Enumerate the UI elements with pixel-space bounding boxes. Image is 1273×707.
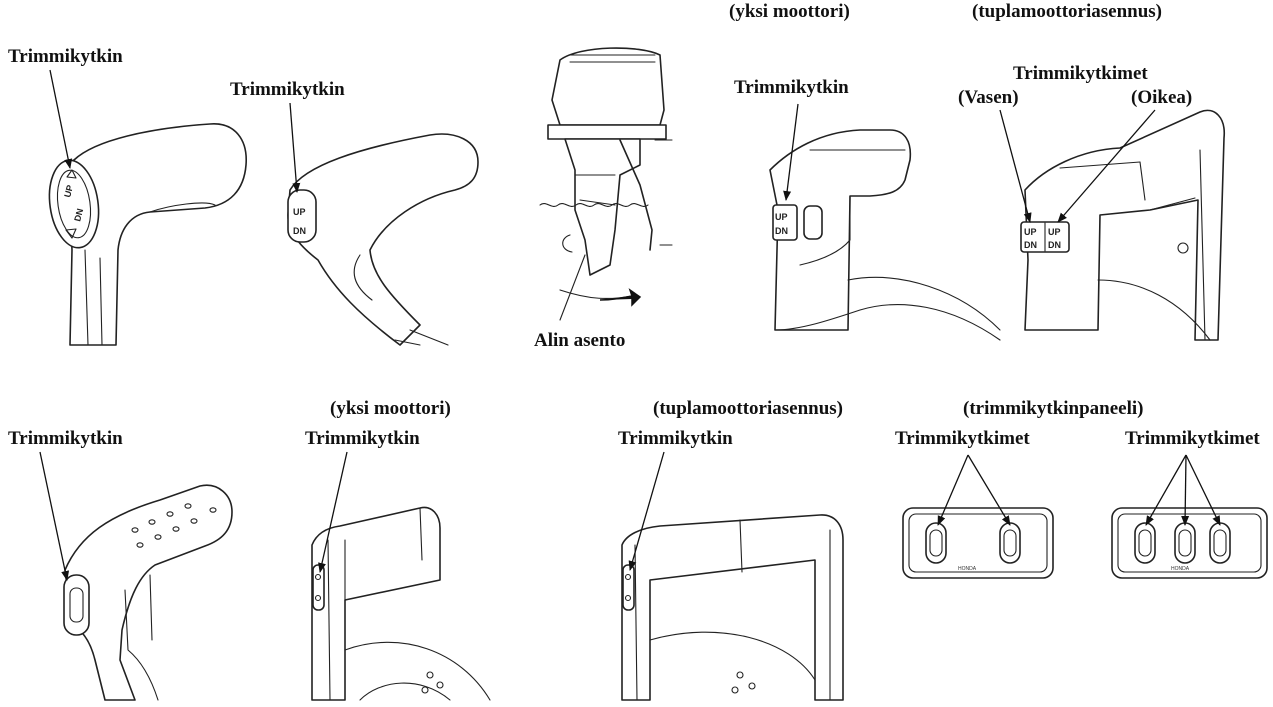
label-right: (Oikea) xyxy=(1131,87,1192,108)
switch-up-text-4: UP xyxy=(775,212,788,222)
switch-dn-left: DN xyxy=(1024,240,1037,250)
label-trim-switch-7: Trimmikytkin xyxy=(305,428,420,449)
arrow-trim-switch-2 xyxy=(290,103,297,192)
switch-up-right: UP xyxy=(1048,227,1061,237)
switch-up-left: UP xyxy=(1024,227,1037,237)
figure-single-bar-handle xyxy=(312,507,490,700)
label-twin-engine-2: (tuplamoottoriasennus) xyxy=(653,398,843,419)
switch-dn-text-2: DN xyxy=(293,226,306,236)
figure-side-mount-lever: UP DN xyxy=(44,124,246,345)
panel-brand-3: HONDA xyxy=(1171,566,1190,572)
label-trim-switches-9: Trimmikytkimet xyxy=(895,428,1030,449)
figure-top-mount-single: UP DN xyxy=(770,130,1000,340)
label-trim-switch-6: Trimmikytkin xyxy=(8,428,123,449)
label-trim-switches-10: Trimmikytkimet xyxy=(1125,428,1260,449)
label-single-engine-2: (yksi moottori) xyxy=(330,398,451,419)
figure-twin-bar-handle xyxy=(622,515,843,700)
figure-trim-panel-3: HONDA xyxy=(1112,508,1267,578)
arrow-trim-switch-6 xyxy=(40,452,67,580)
label-trim-switch-1: Trimmikytkin xyxy=(8,46,123,67)
label-trim-panel: (trimmikytkinpaneeli) xyxy=(963,398,1144,419)
label-twin-engine-1: (tuplamoottoriasennus) xyxy=(972,1,1162,22)
label-trim-switch-2: Trimmikytkin xyxy=(230,79,345,100)
arrow-trim-switch-1 xyxy=(50,70,70,168)
label-trim-switches-5: Trimmikytkimet xyxy=(1013,63,1148,84)
arrow-left xyxy=(1000,110,1030,222)
switch-up-text-2: UP xyxy=(293,207,306,217)
label-single-engine-1: (yksi moottori) xyxy=(729,1,850,22)
figure-trim-panel-2: HONDA xyxy=(903,508,1053,578)
figure-curved-handle: UP DN xyxy=(288,134,478,345)
label-trim-switch-8: Trimmikytkin xyxy=(618,428,733,449)
switch-dn-right: DN xyxy=(1048,240,1061,250)
label-left: (Vasen) xyxy=(958,87,1019,108)
switch-dn-text-4: DN xyxy=(775,226,788,236)
figure-top-mount-twin: UP DN UP DN xyxy=(1021,110,1224,340)
label-trim-switch-4: Trimmikytkin xyxy=(734,77,849,98)
panel-brand-2: HONDA xyxy=(958,566,977,572)
figure-outboard-motor xyxy=(540,48,672,320)
label-lowest-position: Alin asento xyxy=(534,330,625,351)
figure-dotted-lever xyxy=(64,485,232,700)
